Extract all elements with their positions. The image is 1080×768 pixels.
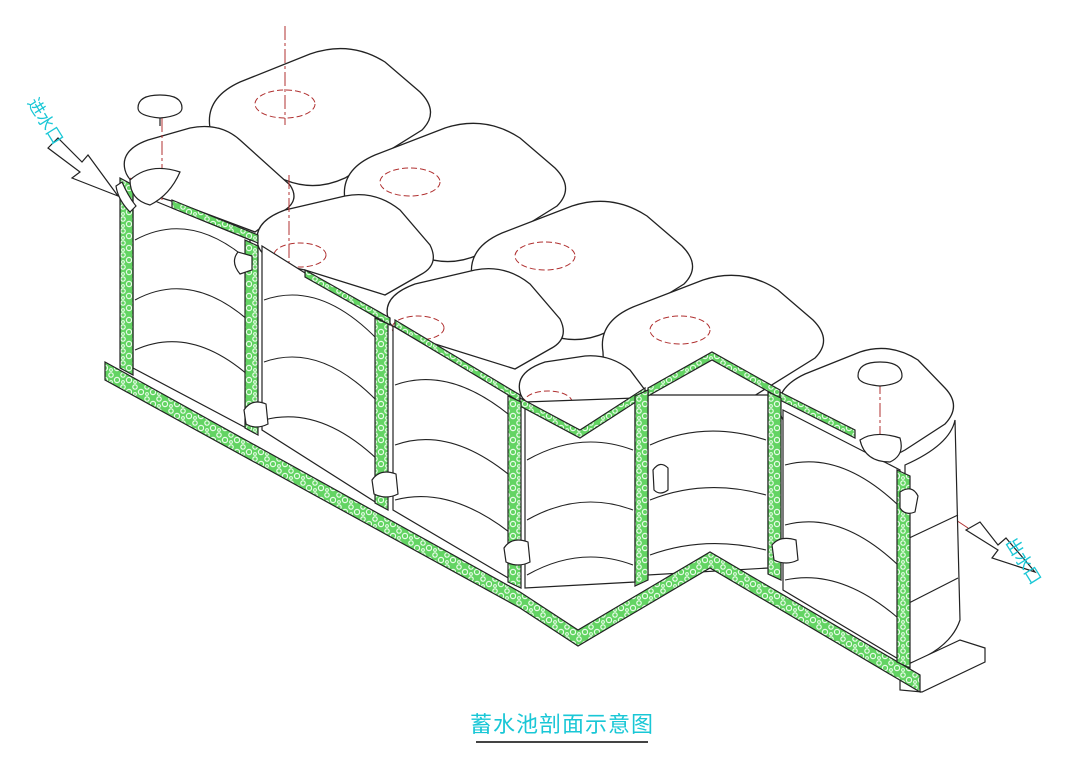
outlet-fitting xyxy=(857,361,919,514)
tank-interiors xyxy=(132,191,901,662)
inlet-fitting xyxy=(115,94,183,213)
inlet-arrow-icon xyxy=(47,137,120,198)
tank-ribs xyxy=(134,228,899,619)
left-wall xyxy=(119,176,134,377)
base-plate xyxy=(899,639,986,693)
vent-cap-right xyxy=(857,361,903,387)
partition-connectors xyxy=(233,251,799,566)
diagram-title: 蓄水池剖面示意图 xyxy=(470,713,655,738)
vent-cap-left xyxy=(137,94,183,119)
section-walls xyxy=(104,176,921,694)
base-slab xyxy=(104,360,921,694)
outlet-arrow-icon xyxy=(964,521,1037,574)
title-underline xyxy=(476,741,648,743)
right-end-shell xyxy=(904,419,961,666)
